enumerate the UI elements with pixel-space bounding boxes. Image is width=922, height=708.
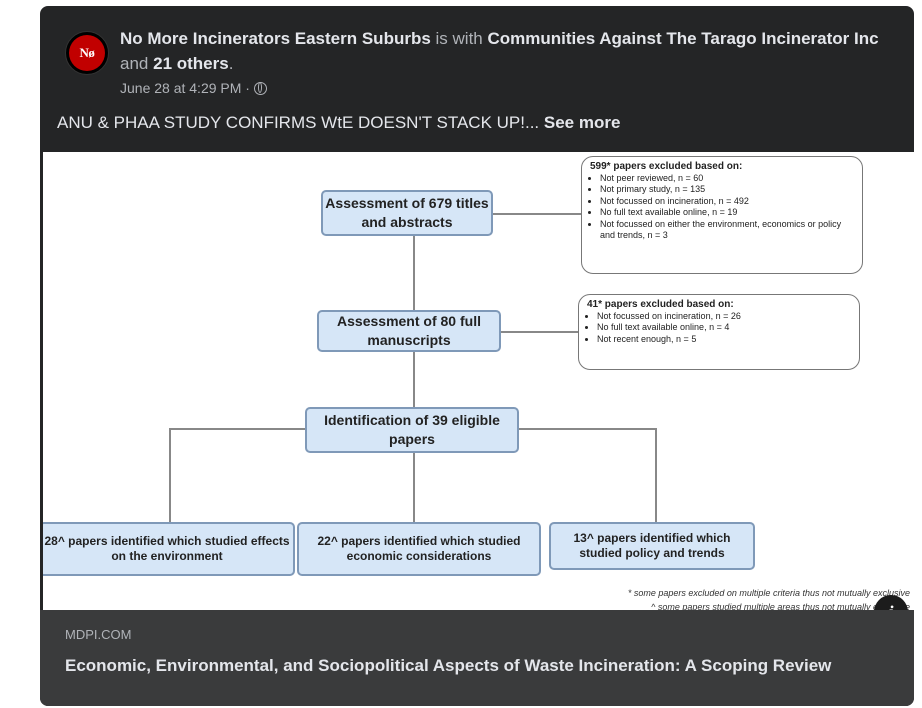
and-text: and — [120, 54, 149, 73]
connector-line — [655, 428, 657, 522]
flowchart-image[interactable]: Assessment of 679 titles and abstracts A… — [43, 152, 914, 610]
connector-line — [413, 350, 415, 410]
exclusion-box-2-title: 41* papers excluded based on: — [587, 299, 734, 310]
flow-box-assessment-titles: Assessment of 679 titles and abstracts — [321, 190, 493, 236]
flow-box-assessment-manuscripts: Assessment of 80 full manuscripts — [317, 310, 501, 352]
exclusion-item: Not focussed on incineration, n = 26 — [597, 311, 851, 323]
exclusion-item: No full text available online, n = 19 — [600, 207, 854, 219]
with-text: is with — [435, 29, 483, 48]
others-link[interactable]: 21 others — [153, 54, 229, 73]
exclusion-item: Not primary study, n = 135 — [600, 184, 854, 196]
exclusion-box-1: 599* papers excluded based on: Not peer … — [581, 156, 863, 274]
link-preview[interactable]: MDPI.COM Economic, Environmental, and So… — [40, 610, 914, 706]
exclusion-item: Not focussed on incineration, n = 492 — [600, 196, 854, 208]
author-name-link[interactable]: No More Incinerators Eastern Suburbs — [120, 29, 431, 48]
exclusion-item: Not focussed on either the environment, … — [600, 219, 854, 242]
exclusion-box-1-title: 599* papers excluded based on: — [590, 161, 743, 172]
page-avatar[interactable]: Nø — [65, 31, 109, 75]
post-meta: June 28 at 4:29 PM · — [120, 80, 267, 96]
globe-icon — [253, 81, 267, 95]
link-domain: MDPI.COM — [65, 627, 132, 642]
connector-line — [169, 428, 171, 522]
flow-box-identification: Identification of 39 eligible papers — [305, 407, 519, 453]
tagged-page-link[interactable]: Communities Against The Tarago Incinerat… — [487, 29, 879, 48]
period-text: . — [228, 54, 234, 73]
avatar-logo: Nø — [69, 35, 105, 71]
exclusion-item: Not recent enough, n = 5 — [597, 334, 851, 346]
post-header: Nø No More Incinerators Eastern Suburbs … — [40, 6, 914, 152]
footnote-1: * some papers excluded on multiple crite… — [627, 588, 910, 598]
connector-line — [493, 331, 581, 333]
avatar-text: Nø — [79, 45, 95, 60]
connector-line — [413, 232, 415, 310]
timestamp-link[interactable]: June 28 at 4:29 PM · — [120, 80, 250, 96]
exclusion-item: No full text available online, n = 4 — [597, 322, 851, 334]
link-title[interactable]: Economic, Environmental, and Sociopoliti… — [65, 656, 832, 675]
post-text: ANU & PHAA STUDY CONFIRMS WtE DOESN'T ST… — [57, 113, 620, 133]
see-more-link[interactable]: See more — [543, 113, 621, 132]
connector-line — [413, 450, 415, 522]
flow-box-economic: 22^ papers identified which studied econ… — [297, 522, 541, 576]
exclusion-item: Not peer reviewed, n = 60 — [600, 173, 854, 185]
post-author-line: No More Incinerators Eastern Suburbs is … — [120, 26, 880, 76]
flow-box-environment: 28^ papers identified which studied effe… — [43, 522, 295, 576]
flow-box-policy: 13^ papers identified which studied poli… — [549, 522, 755, 570]
footnote-2: ^ some papers studied multiple areas thu… — [651, 602, 910, 610]
exclusion-box-2: 41* papers excluded based on: Not focuss… — [578, 294, 860, 370]
connector-line — [493, 213, 581, 215]
post-text-body: ANU & PHAA STUDY CONFIRMS WtE DOESN'T ST… — [57, 113, 540, 132]
post-card: Nø No More Incinerators Eastern Suburbs … — [40, 6, 914, 706]
